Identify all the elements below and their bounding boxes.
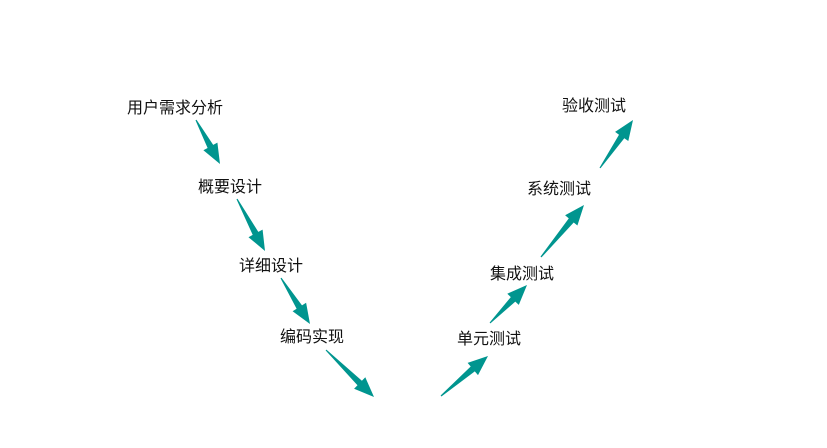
arrow-system-to-acceptance-test	[599, 120, 633, 169]
stage-detailed-design: 详细设计	[239, 256, 304, 275]
stage-system-testing: 系统测试	[527, 179, 592, 198]
arrow-integration-to-system-test	[540, 205, 584, 258]
stage-outline-design: 概要设计	[198, 177, 263, 196]
arrow-detail-to-coding	[280, 277, 310, 324]
stage-user-requirements-analysis: 用户需求分析	[127, 98, 224, 117]
stage-integration-testing: 集成测试	[490, 264, 555, 283]
stage-acceptance-testing: 验收测试	[562, 96, 627, 115]
stage-coding: 编码实现	[280, 327, 345, 346]
stage-unit-testing: 单元测试	[457, 329, 522, 348]
arrow-requirements-to-outline	[195, 119, 220, 164]
arrow-coding-to-bottom	[325, 349, 374, 397]
arrow-bottom-to-unit-test	[440, 356, 488, 397]
arrow-outline-to-detail	[236, 198, 265, 251]
arrow-unit-to-integration-test	[489, 285, 527, 324]
